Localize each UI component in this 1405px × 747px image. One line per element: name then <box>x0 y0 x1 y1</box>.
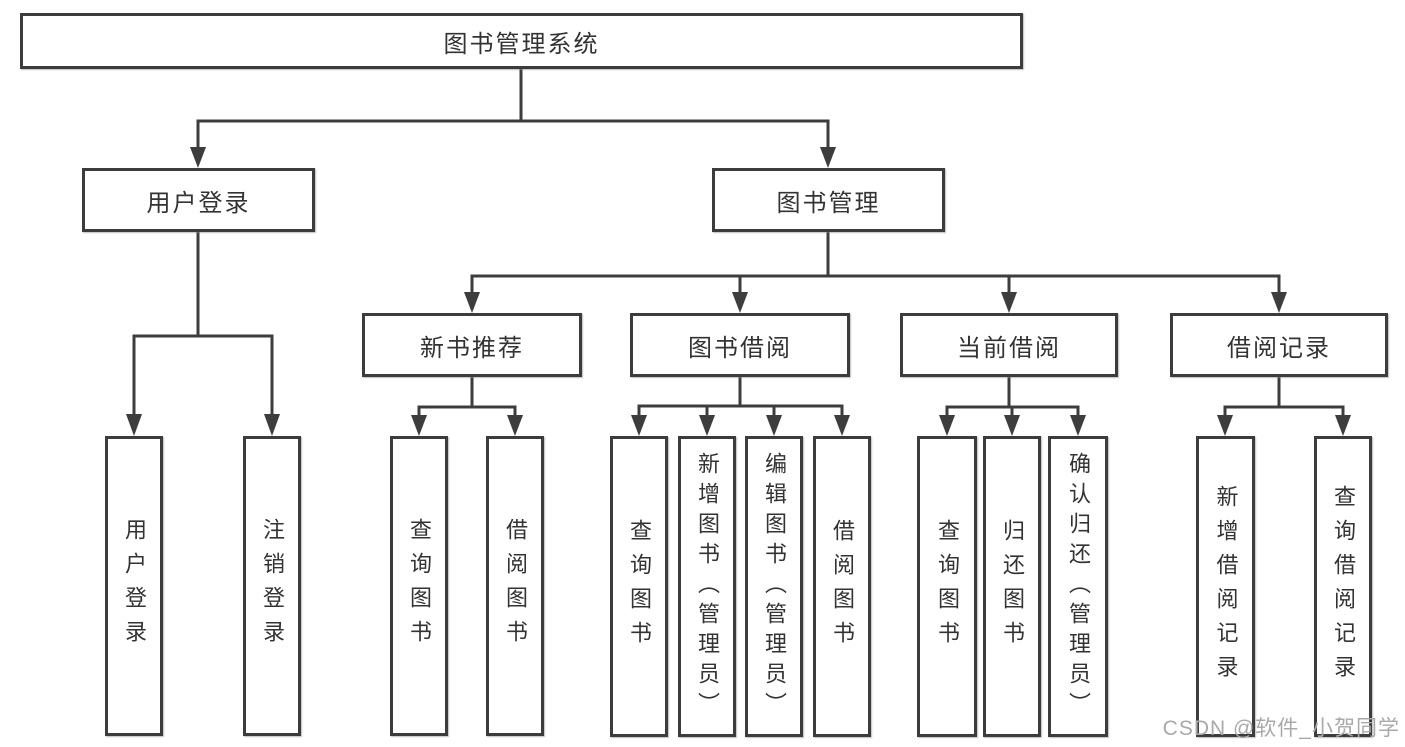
node-user-login: 用户登录 <box>82 168 315 232</box>
node-borrow-records-label: 借阅记录 <box>1227 334 1331 362</box>
leaf-query-books-recommend: 查询图书 <box>390 436 448 736</box>
leaf-add-book-admin-label: 新增图书（管理员） <box>695 451 720 722</box>
node-new-book-recommend: 新书推荐 <box>362 313 582 377</box>
leaf-borrow-books-recommend: 借阅图书 <box>486 436 544 736</box>
node-book-borrow-label: 图书借阅 <box>688 334 792 362</box>
leaf-borrow-books: 借阅图书 <box>813 436 871 737</box>
leaf-query-books-borrow-label: 查询图书 <box>627 518 652 655</box>
node-root-label: 图书管理系统 <box>443 30 600 58</box>
leaf-query-books-current-label: 查询图书 <box>935 518 960 655</box>
node-user-login-label: 用户登录 <box>146 189 251 217</box>
leaf-add-book-admin: 新增图书（管理员） <box>678 436 736 737</box>
csdn-watermark: CSDN @软件_小贺同学 <box>1162 717 1400 740</box>
leaf-borrow-books-label: 借阅图书 <box>830 518 855 655</box>
node-root: 图书管理系统 <box>20 13 1023 69</box>
node-borrow-records: 借阅记录 <box>1170 313 1388 377</box>
leaf-return-books: 归还图书 <box>983 436 1041 737</box>
connector-book-borrow-children <box>631 376 850 436</box>
leaf-borrow-books-recommend-label: 借阅图书 <box>503 518 528 654</box>
connector-new-book-children <box>411 376 523 436</box>
connector-borrow-records-children <box>1217 376 1351 436</box>
leaf-user-login-label: 用户登录 <box>122 518 147 654</box>
node-current-borrow: 当前借阅 <box>900 313 1118 377</box>
node-current-borrow-label: 当前借阅 <box>957 334 1061 362</box>
leaf-logout-label: 注销登录 <box>260 518 285 654</box>
leaf-user-login: 用户登录 <box>105 436 163 736</box>
leaf-edit-book-admin-label: 编辑图书（管理员） <box>762 451 787 722</box>
leaf-return-books-label: 归还图书 <box>1000 518 1025 655</box>
leaf-query-books-current: 查询图书 <box>917 436 977 737</box>
node-book-borrow: 图书借阅 <box>630 313 850 377</box>
leaf-query-borrow-record-label: 查询借阅记录 <box>1331 484 1356 689</box>
leaf-edit-book-admin: 编辑图书（管理员） <box>745 436 803 737</box>
connector-book-management-children <box>464 231 1287 313</box>
connector-user-login-children <box>126 231 280 436</box>
leaf-query-borrow-record: 查询借阅记录 <box>1314 436 1372 737</box>
leaf-query-books-borrow: 查询图书 <box>610 436 668 737</box>
leaf-add-borrow-record-label: 新增借阅记录 <box>1213 484 1239 689</box>
connector-current-borrow-children <box>939 376 1086 436</box>
leaf-logout: 注销登录 <box>243 436 301 736</box>
leaf-confirm-return-admin: 确认归还（管理员） <box>1048 436 1108 737</box>
node-new-book-recommend-label: 新书推荐 <box>420 334 524 362</box>
leaf-query-books-recommend-label: 查询图书 <box>407 518 432 654</box>
connector-root-to-level1 <box>190 68 836 168</box>
leaf-confirm-return-admin-label: 确认归还（管理员） <box>1066 451 1091 722</box>
node-book-management-label: 图书管理 <box>776 189 881 217</box>
node-book-management: 图书管理 <box>712 168 945 232</box>
leaf-add-borrow-record: 新增借阅记录 <box>1196 436 1255 737</box>
